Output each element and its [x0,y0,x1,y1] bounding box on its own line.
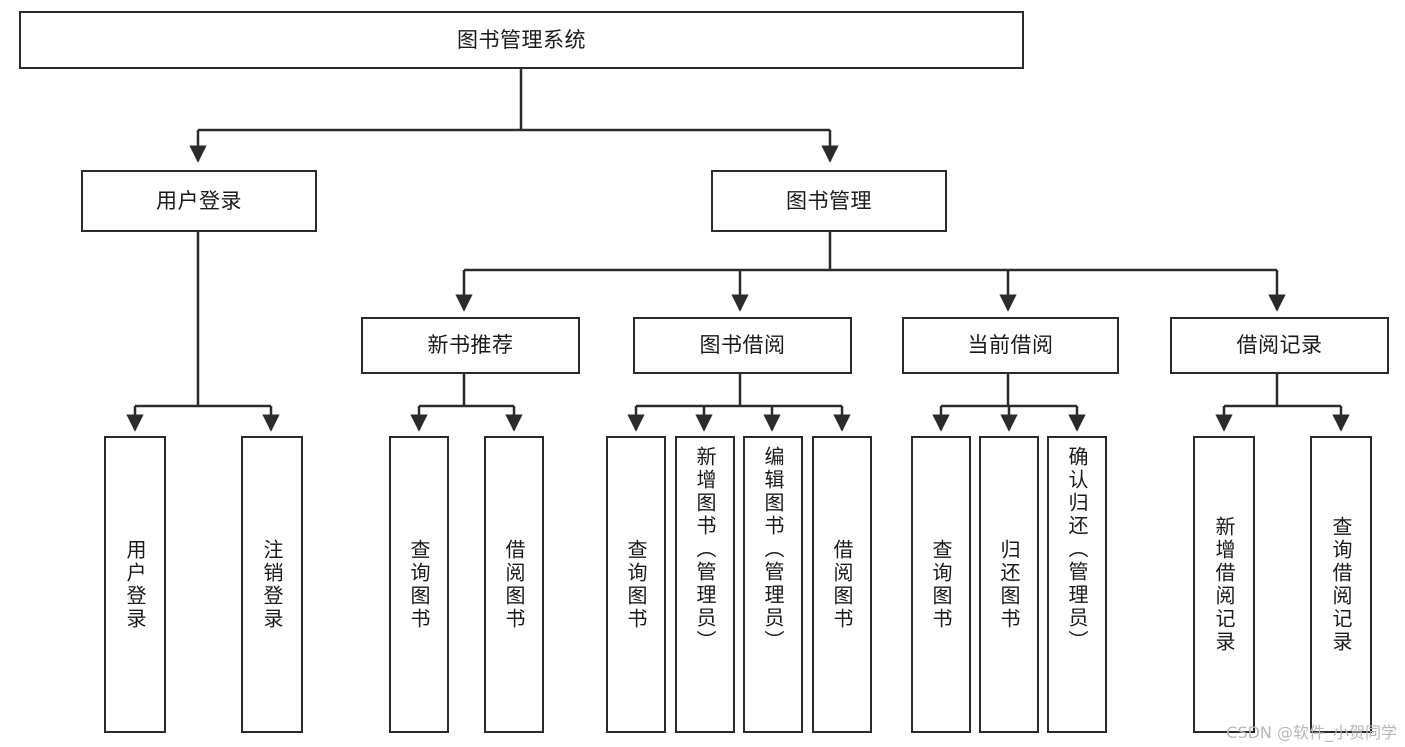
leaf-confirm-return-admin[interactable]: 确认归还（管理员） [1047,436,1107,733]
node-label: 借阅图书 [502,538,526,631]
node-book-management[interactable]: 图书管理 [711,170,947,232]
node-current-borrow[interactable]: 当前借阅 [902,317,1119,374]
node-label: 查询图书 [929,538,953,631]
leaf-query-book-recommend[interactable]: 查询图书 [389,436,449,733]
node-label: 借阅图书 [830,538,854,631]
node-label: 查询图书 [407,538,431,631]
node-label: 用户登录 [123,538,147,631]
node-label: 新增借阅记录 [1212,515,1236,654]
node-book-borrow[interactable]: 图书借阅 [633,317,852,374]
node-label: 图书借阅 [699,333,786,358]
leaf-user-logout[interactable]: 注销登录 [241,436,303,733]
node-label: 查询图书 [624,538,648,631]
leaf-query-borrow-record[interactable]: 查询借阅记录 [1310,436,1372,733]
node-root-system[interactable]: 图书管理系统 [19,11,1024,69]
node-label: 新增图书（管理员） [693,446,717,653]
leaf-return-book[interactable]: 归还图书 [979,436,1039,733]
node-label: 归还图书 [997,538,1021,631]
node-user-login[interactable]: 用户登录 [81,170,317,232]
node-label: 图书管理 [786,188,872,213]
node-label: 确认归还（管理员） [1065,446,1089,653]
node-label: 注销登录 [260,538,284,631]
leaf-user-login[interactable]: 用户登录 [104,436,166,733]
node-label: 用户登录 [156,188,242,213]
leaf-borrow-book-recommend[interactable]: 借阅图书 [484,436,544,733]
node-label: 查询借阅记录 [1329,515,1353,654]
node-borrow-record[interactable]: 借阅记录 [1170,317,1389,374]
leaf-edit-book-admin[interactable]: 编辑图书（管理员） [743,436,803,733]
node-label: 图书管理系统 [457,27,586,52]
leaf-add-book-admin[interactable]: 新增图书（管理员） [675,436,735,733]
leaf-query-book-borrow[interactable]: 查询图书 [606,436,666,733]
watermark-text: CSDN @软件_小贺同学 [1226,723,1397,742]
leaf-borrow-book[interactable]: 借阅图书 [812,436,872,733]
node-label: 编辑图书（管理员） [761,446,785,653]
node-label: 新书推荐 [427,333,514,358]
node-label: 借阅记录 [1236,333,1323,358]
leaf-query-book-current[interactable]: 查询图书 [911,436,971,733]
node-label: 当前借阅 [967,333,1054,358]
leaf-add-borrow-record[interactable]: 新增借阅记录 [1193,436,1255,733]
node-new-book-recommend[interactable]: 新书推荐 [361,317,580,374]
